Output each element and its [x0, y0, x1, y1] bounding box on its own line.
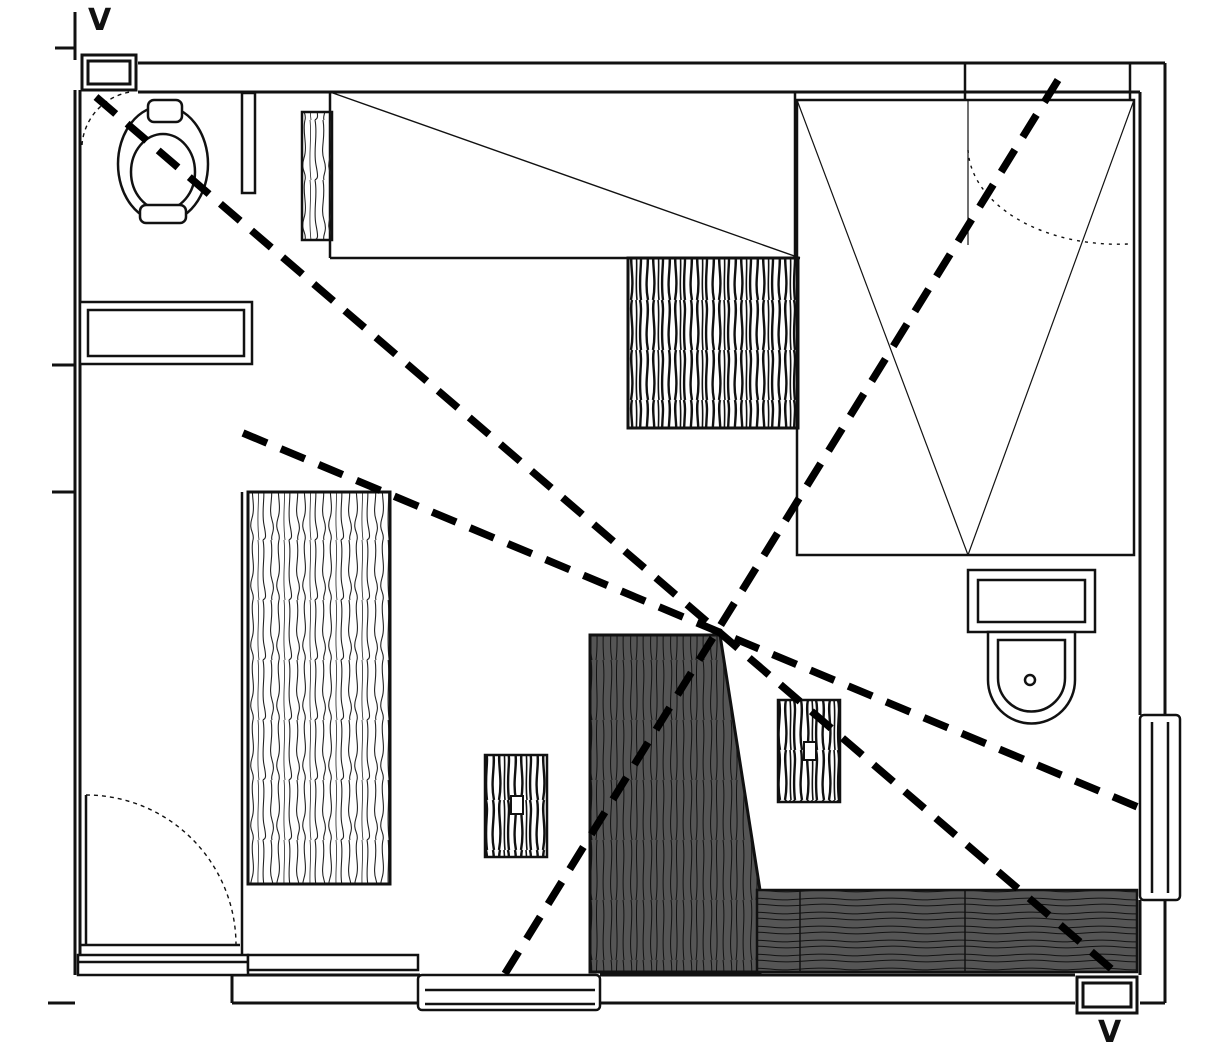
window-right [1138, 713, 1182, 902]
desk-dark [588, 633, 762, 974]
wardrobe-right [795, 63, 1136, 557]
sink-right [966, 568, 1097, 634]
radiator-left [78, 300, 254, 366]
walls [48, 12, 1167, 1005]
bed-left [246, 490, 392, 886]
upper-counter [328, 91, 801, 260]
view-marker-bottom-right: V [1098, 1015, 1122, 1050]
door-swing-wardrobe [967, 149, 1129, 245]
column-bottom-right [1075, 975, 1139, 1015]
door-swing-bottom-left [85, 794, 237, 946]
door-bottom-left [80, 795, 240, 947]
stool-left-handle [510, 795, 524, 815]
door-swing-top-left [81, 91, 131, 146]
toilet-top-left [116, 98, 210, 225]
bench-dark [755, 888, 1139, 974]
view-marker-top-left: V [88, 3, 112, 38]
wood-panel-dark-top [626, 256, 800, 430]
wood-panel-small-top [300, 110, 334, 242]
sight-lines [93, 78, 1142, 987]
column-bottom-left [76, 953, 420, 977]
window-bottom [416, 973, 602, 1012]
stool-right-handle [803, 741, 817, 761]
column-top-left [80, 53, 138, 92]
sight-line-1 [93, 94, 1118, 975]
sight-line-2 [494, 78, 1062, 987]
toilet-right [986, 630, 1077, 725]
partition-wc [240, 91, 257, 195]
